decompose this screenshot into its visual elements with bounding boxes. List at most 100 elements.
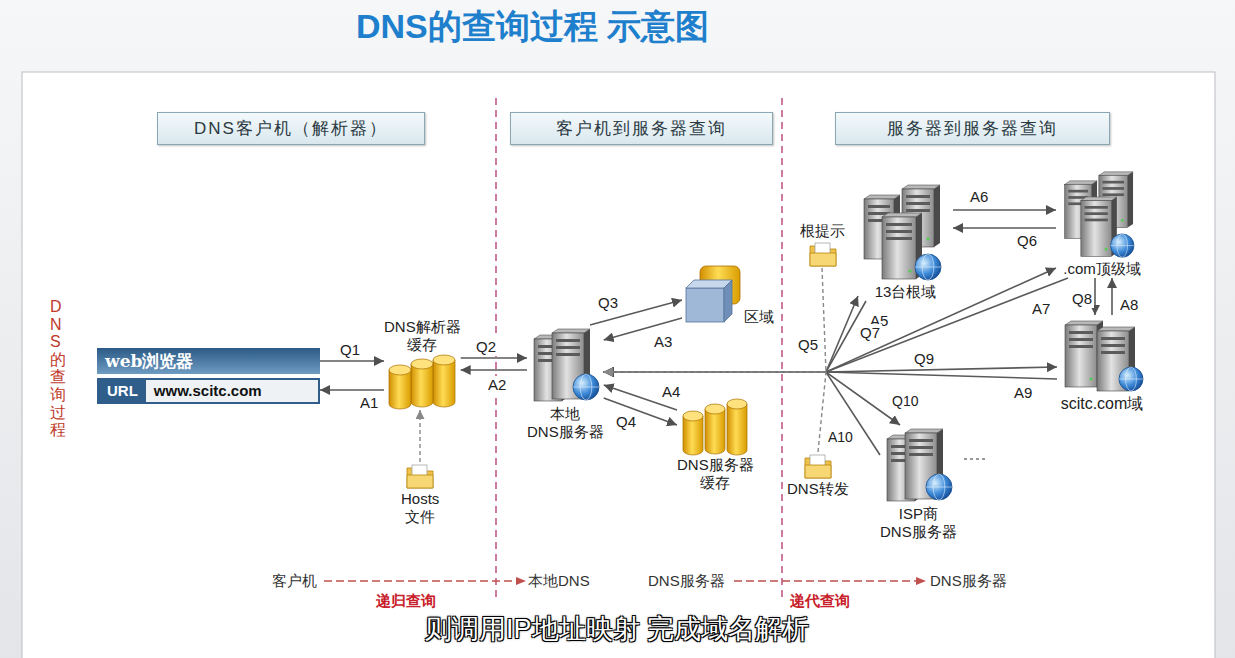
drawing-shape: [1111, 234, 1134, 257]
server-icon: 本地 DNS服务器: [527, 325, 604, 441]
browser-bar: web浏览器: [97, 348, 320, 374]
diagram-title: DNS的查询过程 示意图: [356, 6, 709, 46]
server-icon-drawing: [1056, 170, 1148, 260]
page-frame: [22, 72, 1215, 658]
drawing-shape: [1081, 201, 1112, 257]
flow-end-label: 客户机: [272, 572, 317, 590]
drawing-shape: [1084, 212, 1107, 215]
drawing-shape: [906, 202, 930, 205]
drawing-shape: [1102, 187, 1124, 190]
drawing-shape: [433, 360, 455, 407]
step-label: A2: [486, 376, 508, 394]
drawing-shape: [908, 269, 911, 272]
drawing-shape: [886, 237, 912, 240]
query-arrow: [461, 357, 527, 359]
drawing-shape: [1111, 245, 1134, 246]
dashed-connector: [419, 410, 420, 462]
query-arrow: [1094, 278, 1096, 315]
drawing-shape: [389, 365, 411, 375]
cache-icon: DNS服务器 缓存: [677, 398, 754, 492]
icon-holder: [682, 262, 744, 326]
step-label: Q5: [796, 336, 820, 354]
step-label: Q10: [890, 392, 920, 410]
arrow-head: [916, 577, 926, 585]
drawing-shape: [886, 223, 912, 226]
drawing-shape: [727, 399, 747, 409]
drawing-shape: [705, 404, 725, 414]
drawing-shape: [552, 329, 590, 333]
cache-icon-drawing: [680, 398, 750, 456]
node-label: 根提示: [800, 222, 845, 240]
drawing-shape: [389, 370, 411, 409]
step-label: Q4: [614, 413, 638, 431]
drawing-shape: [1101, 351, 1125, 354]
drawing-shape: [1068, 190, 1088, 193]
drawing-shape: [1097, 327, 1135, 331]
drawing-shape: [573, 374, 599, 400]
zone-icon-drawing: [682, 262, 744, 326]
drawing-shape: [1099, 172, 1133, 176]
node-label: 13台根域: [875, 283, 937, 301]
drawing-shape: [724, 280, 732, 322]
drawing-shape: [727, 404, 747, 455]
icon-holder: [680, 398, 750, 456]
drawing-shape: [926, 237, 929, 240]
drawing-shape: [1119, 379, 1143, 380]
query-arrow: [461, 369, 527, 371]
iterative-arrow: [734, 580, 918, 581]
cache-icon-drawing: [385, 354, 460, 410]
query-arrow: [604, 278, 1068, 372]
icon-holder: [808, 240, 838, 268]
step-label: Q8: [1070, 290, 1094, 308]
drawing-shape: [1102, 193, 1124, 196]
drawing-shape: [573, 387, 599, 388]
query-arrow: [953, 227, 1056, 229]
drawing-shape: [934, 185, 940, 247]
file-icon: 根提示: [800, 222, 845, 268]
drawing-shape: [926, 487, 952, 488]
subtitle-caption: 则调用IP地址映射 完成域名解析: [425, 612, 809, 646]
section-header: DNS客户机（解析器）: [157, 112, 425, 145]
flow-end-label: DNS服务器: [930, 572, 1007, 590]
drawing-shape: [906, 209, 930, 212]
drawing-shape: [407, 475, 433, 488]
query-arrow: [320, 360, 384, 362]
file-icon-drawing: [405, 462, 435, 490]
drawing-shape: [882, 217, 916, 279]
server-icon-drawing: [881, 425, 956, 505]
step-label: Q1: [338, 341, 362, 359]
icon-holder: [1057, 315, 1147, 395]
node-label: DNS服务器 缓存: [677, 456, 754, 492]
drawing-shape: [864, 195, 900, 199]
step-label: Q2: [474, 338, 498, 356]
step-label: A3: [652, 333, 674, 351]
drawing-shape: [1084, 206, 1107, 209]
drawing-shape: [556, 346, 580, 349]
node-label: .com顶级域: [1063, 260, 1141, 278]
step-label: A1: [358, 394, 380, 412]
drawing-shape: [411, 359, 433, 369]
server-icon: scitc.com域: [1057, 315, 1147, 413]
query-type-label: 递归查询: [376, 592, 436, 610]
drawing-shape: [886, 230, 912, 233]
server-icon-drawing: [858, 183, 953, 283]
icon-holder: [803, 452, 833, 480]
drawing-shape: [1089, 377, 1092, 380]
query-arrow: [604, 268, 1056, 372]
drawing-shape: [1084, 219, 1107, 222]
recursive-arrow: [324, 580, 518, 581]
more-servers-dots: [964, 458, 988, 459]
query-type-label: 递代查询: [790, 592, 850, 610]
query-arrow: [1111, 278, 1113, 315]
drawing-shape: [915, 254, 941, 280]
drawing-shape: [926, 474, 952, 500]
cache-icon: DNS解析器 缓存: [384, 318, 461, 410]
url-bar: URLwww.scitc.com: [97, 378, 320, 404]
drawing-shape: [683, 411, 703, 421]
drawing-shape: [1069, 338, 1093, 341]
drawing-shape: [868, 205, 890, 208]
drawing-shape: [906, 195, 930, 198]
divider-line: [781, 98, 783, 598]
